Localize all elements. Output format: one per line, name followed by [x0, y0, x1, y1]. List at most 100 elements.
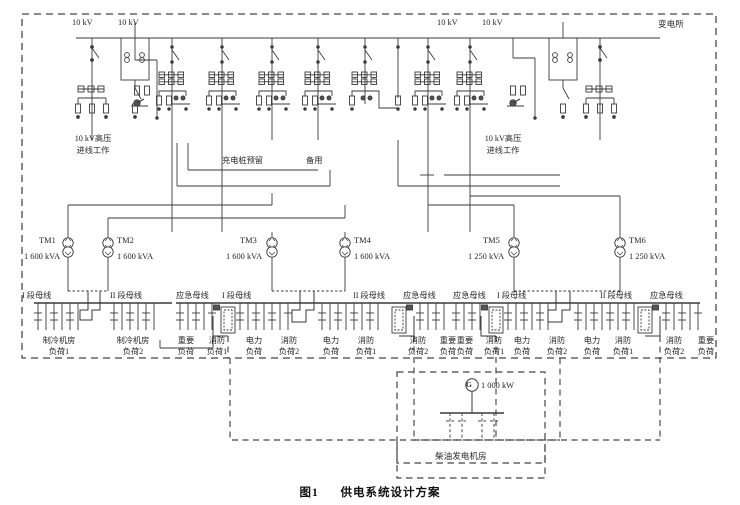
- hv-feeder: [349, 38, 398, 111]
- load-label: 消防: [614, 336, 632, 345]
- load-label: 制冷机房: [42, 336, 76, 345]
- lv-feeders: [236, 303, 292, 330]
- load-label: 消防: [548, 336, 566, 345]
- transformer-tag-TM5: TM5: [483, 236, 500, 245]
- load-label: 制冷机房: [116, 336, 150, 345]
- load-label: 负荷: [245, 347, 263, 356]
- voltage-label-1: 10 kV: [72, 18, 93, 27]
- hv-feeder: [395, 38, 401, 111]
- generator-rating: 1 000 kW: [481, 381, 515, 390]
- voltage-label-2: 10 kV: [118, 18, 139, 27]
- hv-feeder-spare: [302, 38, 336, 140]
- figure-caption-number: 图1: [299, 487, 319, 499]
- transformer-tag-TM1: TM1: [39, 236, 56, 245]
- lv-feeders: [176, 303, 216, 330]
- busbar-label-7: 应急母线: [453, 291, 486, 300]
- feeder-label-spare: 备用: [306, 156, 323, 165]
- load-label: 负荷: [513, 347, 531, 356]
- busbar-label-5: II 段母线: [353, 291, 386, 300]
- transformer-tag-TM6: TM6: [629, 236, 646, 245]
- figure-caption-title: 供电系统设计方案: [340, 487, 441, 499]
- load-label: 负荷1: [206, 347, 228, 356]
- hv-feeder: [454, 38, 488, 232]
- transformer-rating-TM5: 1 250 kVA: [468, 252, 505, 261]
- load-label: 消防: [357, 336, 375, 345]
- voltage-label-3: 10 kV: [437, 18, 458, 27]
- transformer-TM4: [339, 232, 351, 291]
- load-label: 负荷1: [48, 347, 70, 356]
- ats-switch: [391, 304, 415, 337]
- transformer-TM1: [62, 232, 74, 291]
- hv-feeder-charging-reserved: [256, 38, 290, 140]
- busbar-label-1: I 段母线: [22, 291, 52, 300]
- generator-symbol-letter: G: [466, 380, 472, 389]
- hv-feeder: [412, 38, 446, 232]
- transformer-TM6: [614, 232, 626, 291]
- hv-incomer-right: [583, 38, 617, 140]
- lv-feeders: [34, 303, 79, 330]
- hv-pt-cubicle-right: [548, 22, 578, 119]
- emergency-feed-network: [227, 336, 661, 441]
- load-label: 负荷1: [612, 347, 634, 356]
- hv-incomer-left: [75, 38, 109, 140]
- load-label: 负荷: [583, 347, 601, 356]
- lv-feeders: [110, 303, 155, 330]
- load-label: 负荷: [456, 347, 474, 356]
- lv-feeders: [416, 303, 445, 330]
- load-label: 消防: [485, 336, 503, 345]
- hv-feeder-cubicles-left: [156, 38, 401, 232]
- ats-switch: [212, 304, 236, 337]
- transformer-TM5: [508, 232, 520, 291]
- load-label: 负荷: [697, 347, 715, 356]
- transformer-rating-TM3: 1 600 kVA: [226, 252, 263, 261]
- load-label: 消防: [409, 336, 427, 345]
- load-label: 消防: [665, 336, 683, 345]
- transformer-TM3: [266, 232, 278, 291]
- incoming-left-line1: 10 kV高压: [74, 134, 112, 143]
- lv-feeders: [318, 303, 379, 330]
- hv-cable-routing: [67, 140, 621, 232]
- substation-label: 变电所: [658, 19, 684, 29]
- lv-feeders: [574, 303, 635, 330]
- load-label: 重要: [456, 336, 474, 345]
- inter-board-links: [159, 336, 214, 349]
- incoming-right-line2: 进线工作: [486, 146, 520, 155]
- diesel-generator: [440, 378, 504, 440]
- load-label: 电力: [583, 336, 601, 345]
- generator-room-label-box: [396, 443, 546, 479]
- load-label: 负荷1: [355, 347, 377, 356]
- load-label: 负荷: [439, 347, 457, 356]
- transformer-rating-TM6: 1 250 kVA: [629, 252, 666, 261]
- figure-caption: 图1 供电系统设计方案: [0, 484, 740, 500]
- transformer-tag-TM2: TM2: [117, 236, 134, 245]
- load-label: 消防: [280, 336, 298, 345]
- busbar-label-10: 应急母线: [650, 291, 683, 300]
- transformer-TM2: [102, 232, 114, 291]
- lv-feeders: [662, 303, 702, 330]
- load-label: 电力: [245, 336, 263, 345]
- load-label: 重要: [439, 336, 457, 345]
- busbar-label-9: II 段母线: [600, 291, 633, 300]
- hv-feeder-cubicles-right: [412, 22, 617, 232]
- busbar-label-6: 应急母线: [403, 291, 436, 300]
- transformer-tag-TM3: TM3: [240, 236, 257, 245]
- busbar-label-8: I 段母线: [497, 291, 527, 300]
- substation-enclosure: [21, 13, 717, 359]
- load-label: 负荷2: [278, 347, 300, 356]
- transformer-tag-TM4: TM4: [354, 236, 371, 245]
- load-label: 消防: [208, 336, 226, 345]
- ats-switch: [637, 304, 661, 337]
- load-label: 电力: [513, 336, 531, 345]
- load-label: 负荷2: [407, 347, 429, 356]
- load-label: 负荷1: [483, 347, 505, 356]
- transformer-rating-TM2: 1 600 kVA: [117, 252, 154, 261]
- load-label: 负荷2: [546, 347, 568, 356]
- lv-switchboard-group-3: [452, 290, 702, 337]
- load-label: 负荷: [177, 347, 195, 356]
- hv-metering-cubicle-right: [507, 38, 537, 120]
- lv-switchboard-group-2: [176, 290, 452, 337]
- incoming-right-line1: 10 kV高压: [484, 134, 522, 143]
- incoming-left-line2: 进线工作: [76, 146, 110, 155]
- ct-bank: [77, 85, 105, 93]
